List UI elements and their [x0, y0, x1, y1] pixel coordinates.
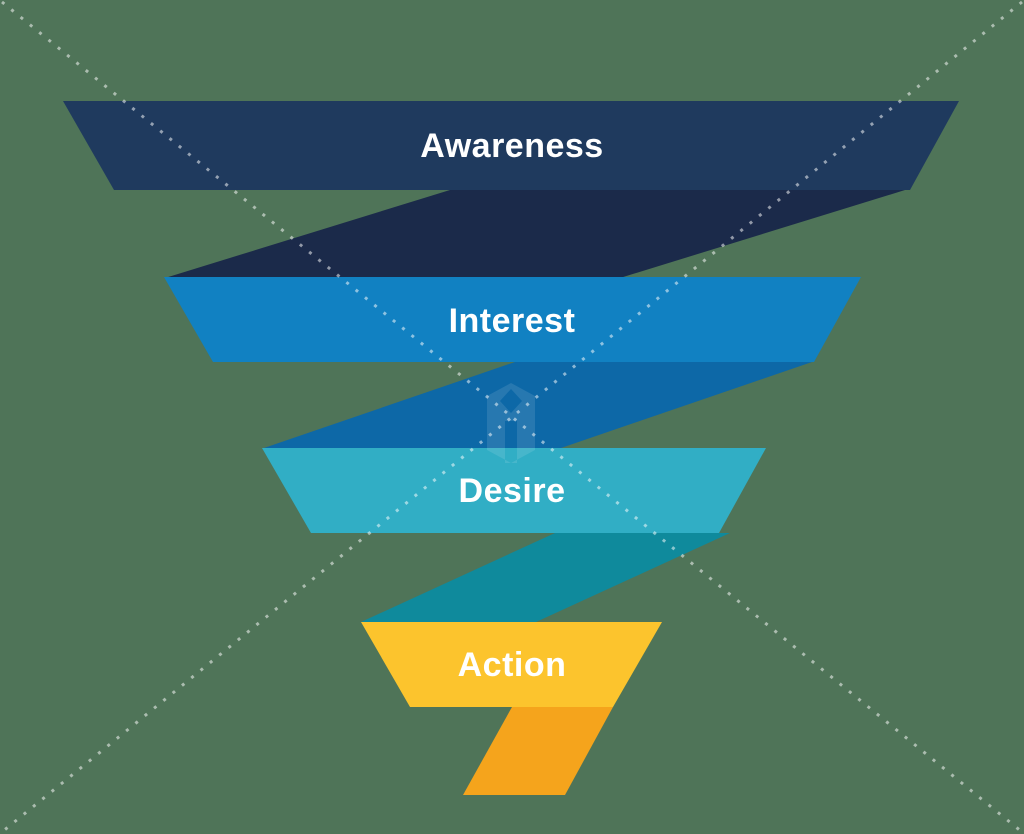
- funnel-tail: [463, 707, 613, 795]
- label-interest: Interest: [449, 302, 576, 340]
- band-awareness: [63, 101, 959, 190]
- band-desire: [262, 448, 766, 533]
- hexagon-cube-logo-shape: [487, 383, 535, 463]
- band-interest: [164, 277, 861, 362]
- fold-desire-to-action: [361, 533, 730, 622]
- fold-interest-to-desire: [264, 362, 812, 448]
- label-awareness: Awareness: [420, 127, 603, 165]
- label-action: Action: [458, 646, 567, 684]
- fold-awareness-to-interest: [165, 190, 905, 278]
- band-action: [361, 622, 662, 707]
- label-desire: Desire: [459, 472, 566, 510]
- hexagon-cube-logo-icon: [487, 383, 535, 463]
